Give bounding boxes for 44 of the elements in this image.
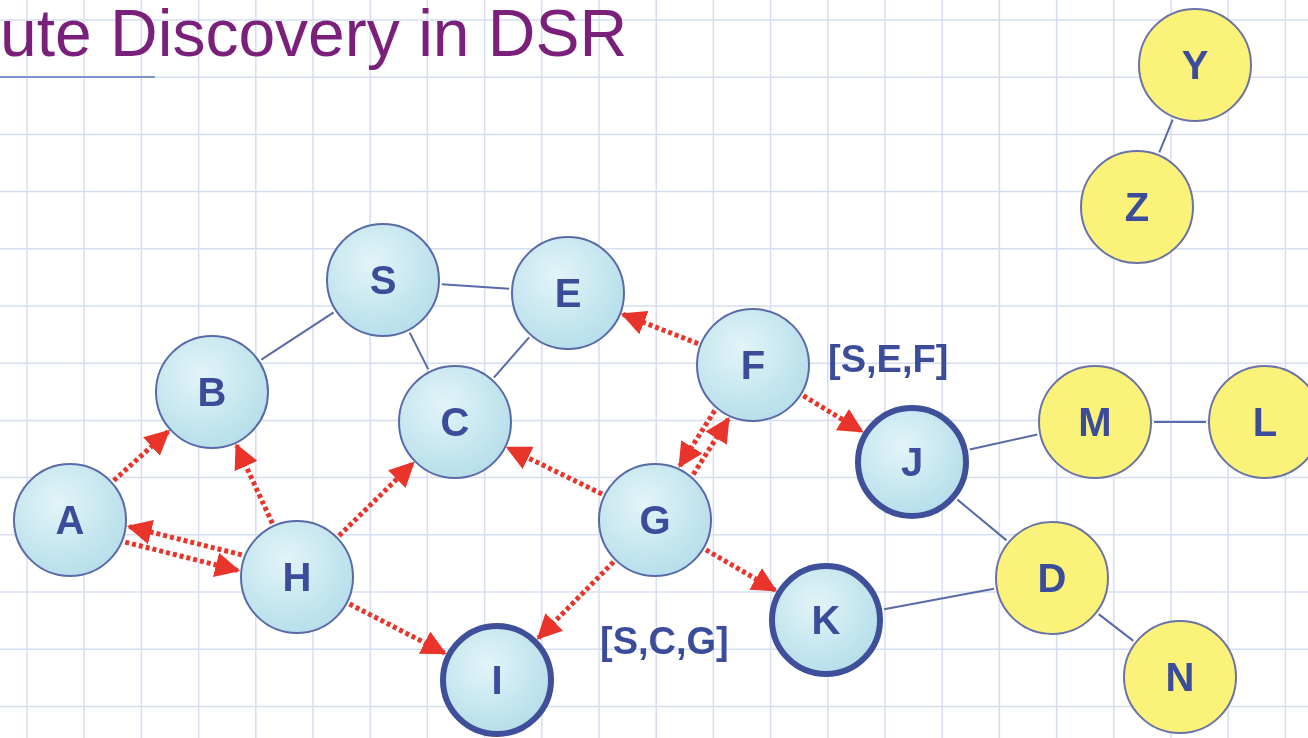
link-line (260, 311, 335, 361)
arrow (704, 547, 778, 593)
node-label: E (554, 273, 582, 313)
node-circle (1208, 365, 1308, 479)
node-label: A (55, 500, 85, 540)
arrow (536, 560, 616, 640)
node-label: Y (1181, 45, 1209, 85)
arrow (802, 393, 864, 434)
arrow (348, 601, 447, 656)
node-label: C (440, 402, 470, 442)
arrow (234, 443, 275, 525)
link-line (968, 433, 1039, 451)
link-line (1158, 118, 1174, 154)
link-line (492, 336, 531, 379)
node-label: J (900, 442, 924, 482)
arrow (112, 429, 171, 483)
link-line (956, 498, 1008, 542)
link-line (883, 587, 995, 611)
link-line (1097, 613, 1135, 642)
route-record-label: [S,C,G] (600, 620, 729, 663)
node-label: B (197, 372, 227, 412)
arrow (337, 461, 415, 538)
arrow (505, 445, 604, 497)
node-label: L (1252, 402, 1278, 442)
node-label: D (1037, 558, 1067, 598)
node-label: N (1165, 657, 1195, 697)
arrow (677, 409, 717, 468)
arrow (620, 310, 699, 346)
node-label: G (639, 500, 671, 540)
node-label: M (1078, 402, 1112, 442)
route-record-label: [S,E,F] (828, 338, 949, 381)
node-label: F (740, 345, 766, 385)
link-line (1153, 421, 1207, 423)
link-line (440, 283, 511, 290)
node-label: H (282, 557, 312, 597)
node-label: K (811, 600, 841, 640)
node-label: Z (1124, 187, 1150, 227)
arrow (691, 417, 731, 476)
node-label: I (491, 660, 503, 700)
arrow (124, 539, 241, 578)
node-label: S (369, 260, 397, 300)
node-circle (598, 463, 712, 577)
arrow (126, 519, 243, 558)
link-line (408, 331, 430, 371)
